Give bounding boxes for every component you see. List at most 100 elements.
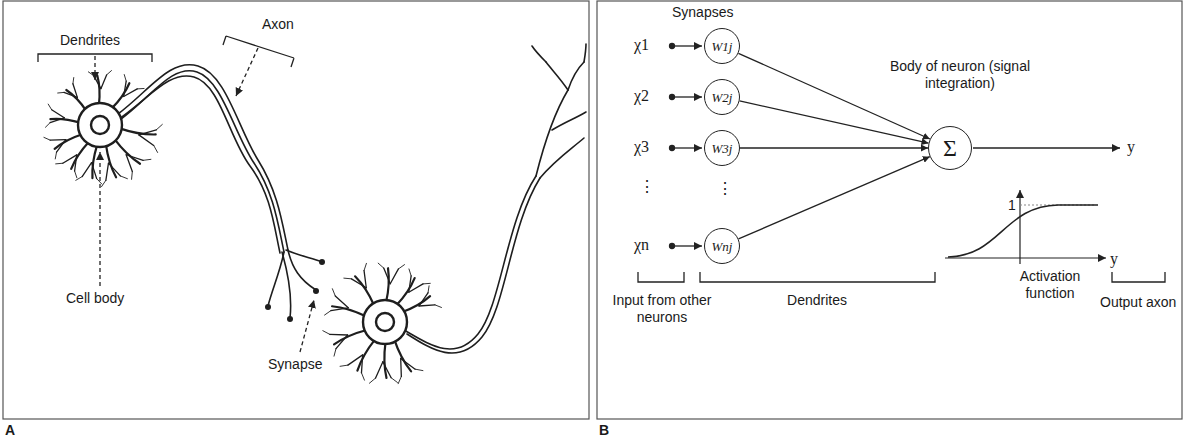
- axon: [407, 178, 540, 353]
- dendrite-branches: [384, 268, 391, 284]
- dendrite-branches: [396, 278, 414, 305]
- dendrite-branches: [71, 142, 89, 169]
- dendrite-branches: [330, 334, 348, 336]
- panel-frame: [3, 1, 1182, 419]
- connector: [739, 157, 930, 239]
- dendrite-branches: [120, 128, 156, 134]
- dendrite-branches: [50, 139, 66, 141]
- dendrite-branches: [137, 88, 144, 89]
- dendrite-branches: [369, 378, 375, 383]
- input-label: χ1: [634, 36, 649, 53]
- axis-label: y: [1110, 250, 1118, 267]
- leader-line: [223, 36, 294, 67]
- dendrite-branches: [92, 145, 97, 178]
- axon: [584, 44, 586, 62]
- dendrite-branches: [378, 263, 384, 268]
- dendrite-branches: [156, 124, 162, 129]
- dendrite-branches: [92, 163, 97, 179]
- dendrite-branches: [57, 140, 66, 153]
- axon: [552, 112, 586, 130]
- part-label: Activation function: [1005, 268, 1095, 302]
- axis-value: 1: [1008, 197, 1016, 214]
- dendrite-branches: [139, 130, 157, 135]
- dendrite-branches: [101, 75, 107, 89]
- dendrite-branches: [50, 118, 64, 123]
- axon: [116, 44, 586, 353]
- dendrite-branches: [391, 378, 397, 383]
- cell-body: [363, 300, 407, 344]
- dendrite-branches: [398, 265, 404, 269]
- dendrite-branches: [331, 308, 348, 311]
- dendrite-branches: [75, 171, 77, 178]
- axon: [546, 62, 568, 90]
- dendrite-branches: [120, 176, 127, 179]
- dendrite-branches: [63, 155, 77, 163]
- synapse-terminal: [265, 259, 325, 322]
- dendrite-branches: [361, 355, 362, 373]
- dendrite-branches: [332, 289, 335, 296]
- node-text: W3j: [712, 142, 733, 155]
- dendrite-branches: [44, 71, 442, 384]
- part-label: Body of neuron (signal integration): [885, 58, 1035, 92]
- part-label: Dendrites: [767, 292, 867, 309]
- dendrite-branches: [325, 311, 331, 315]
- dendrite-branches: [139, 135, 154, 146]
- part-label: Synapse: [268, 356, 322, 373]
- dendrite-branches: [364, 271, 366, 288]
- dendrite-branches: [126, 155, 143, 161]
- sigmoid-plot: [1019, 190, 1020, 264]
- weight-circle: W1j: [704, 28, 740, 64]
- leader-line: [236, 48, 258, 96]
- dendrite-branches: [383, 362, 391, 378]
- dendrite-branches: [336, 335, 348, 349]
- node-text: Σ: [943, 136, 957, 160]
- dendrite-branches: [334, 330, 367, 344]
- input-wire: [670, 95, 675, 100]
- dendrite-branches: [107, 71, 112, 75]
- dendrite-branches: [361, 373, 364, 380]
- input-wire: [670, 44, 675, 49]
- axon: [118, 65, 288, 250]
- dendrite-branches: [56, 163, 63, 165]
- dendrite-branches: [75, 155, 77, 171]
- dendrite-branches: [55, 152, 56, 159]
- dendrite-branches: [355, 276, 374, 305]
- output-arrow: [973, 147, 1120, 148]
- dendrite-branches: [126, 155, 132, 172]
- axon: [404, 176, 536, 349]
- dendrite-branches: [323, 331, 330, 335]
- part-label: Input from other neurons: [612, 292, 712, 326]
- weight-circle: W3j: [704, 130, 740, 166]
- dendrite-branches: [419, 293, 428, 306]
- connector: [740, 147, 928, 148]
- input-wire: [670, 244, 675, 249]
- dendrite-branches: [419, 305, 435, 306]
- dendrite-branches: [409, 269, 411, 276]
- input-wire: [672, 96, 702, 97]
- node-text: W1j: [712, 40, 733, 53]
- dendrite-branches: [390, 269, 398, 284]
- dendrite-branches: [400, 359, 402, 377]
- axon: [540, 138, 584, 178]
- dendrite-branches: [97, 179, 102, 184]
- dendrite-branches: [52, 110, 65, 118]
- input-label: χn: [634, 236, 649, 253]
- part-label: Cell body: [66, 290, 124, 307]
- axon: [282, 252, 291, 318]
- synapse-terminal: [319, 259, 325, 265]
- dendrite-branches: [124, 75, 126, 82]
- dendrite-branches: [394, 340, 411, 372]
- synapse-terminal: [265, 304, 271, 310]
- dendrite-branches: [398, 376, 401, 383]
- cell-body: [376, 313, 394, 331]
- dendrite-branches: [131, 172, 133, 180]
- axon: [568, 62, 584, 90]
- dendrite-branches: [332, 306, 366, 316]
- panel-letter: A: [5, 422, 15, 439]
- dendrite-branches: [44, 137, 50, 140]
- part-label: Axon: [262, 16, 294, 33]
- axon: [116, 76, 280, 253]
- synapse-terminal: [287, 316, 293, 322]
- summation-circle: Σ: [928, 126, 972, 170]
